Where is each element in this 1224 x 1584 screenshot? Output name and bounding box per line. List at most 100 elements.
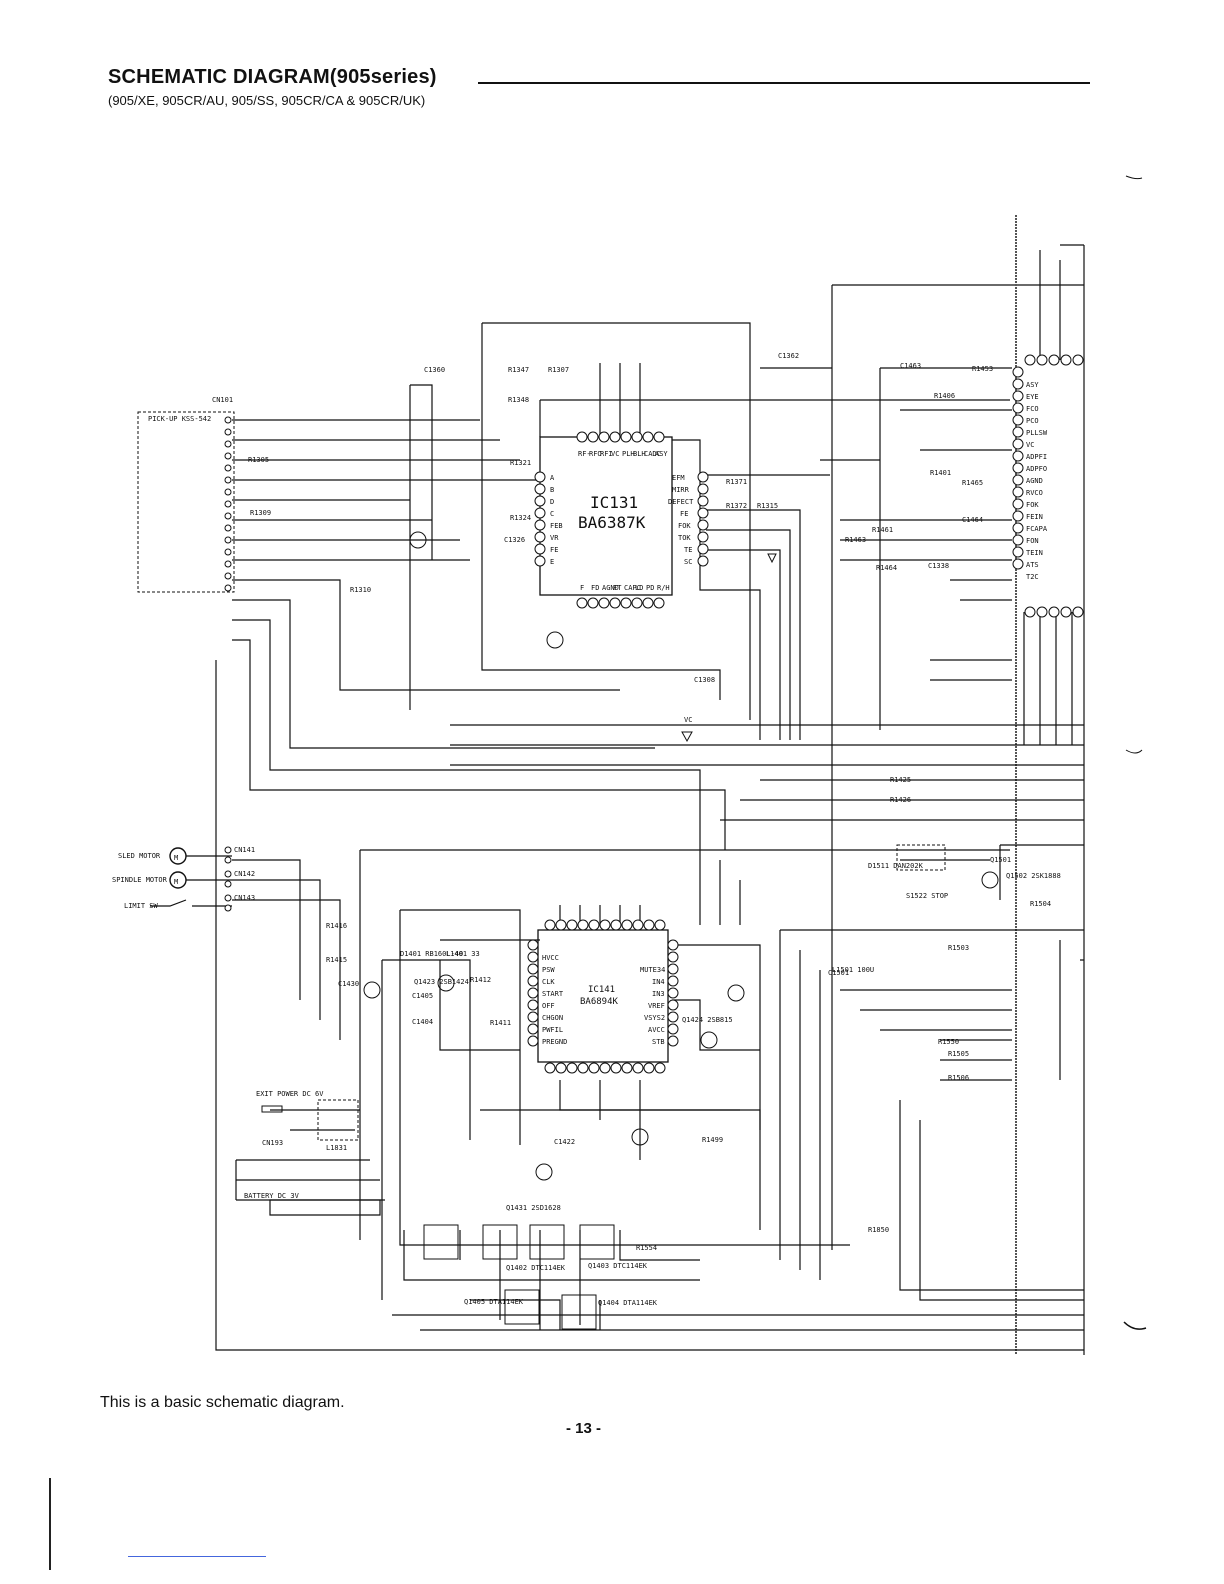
rc-pin-4: PLLSW bbox=[1026, 429, 1048, 437]
label-d1401: D1401 RB160L-40 bbox=[400, 950, 463, 958]
label-q1501: Q1501 bbox=[990, 856, 1011, 864]
label-r1505: R1505 bbox=[948, 1050, 969, 1058]
limit-sw-label: LIMIT SW bbox=[124, 902, 159, 910]
pickup-ref: CN101 bbox=[212, 396, 233, 404]
ic131-pin-r1: MIRR bbox=[672, 486, 690, 494]
ic131-part: BA6387K bbox=[578, 513, 646, 532]
label-r1416: R1416 bbox=[326, 922, 347, 930]
pickup-pins bbox=[224, 416, 232, 592]
label-c1360: C1360 bbox=[424, 366, 445, 374]
label-q1404: Q1404 DTA114EK bbox=[598, 1299, 658, 1307]
wiring-group bbox=[215, 215, 1085, 1355]
label-c1430: C1430 bbox=[338, 980, 359, 988]
label-r1310: R1310 bbox=[350, 586, 371, 594]
ic131-pin-l7: E bbox=[550, 558, 554, 566]
ic131-pin-t0: RF- bbox=[578, 450, 591, 458]
crop-mark-top bbox=[1125, 175, 1143, 180]
label-q1502: Q1502 2SK1888 bbox=[1006, 872, 1061, 880]
power-section: EXIT POWER DC 6V BATTERY DC 3V CN193 bbox=[244, 1090, 359, 1200]
label-r1425: R1425 bbox=[890, 776, 911, 784]
label-r1315: R1315 bbox=[757, 502, 778, 510]
right-connector: ASY EYE FCO PCO PLLSW VC ADPFI ADPFO AGN… bbox=[1012, 354, 1084, 618]
ic141-pin-l0: HVCC bbox=[542, 954, 559, 962]
label-l1501: L1501 100U bbox=[832, 966, 874, 974]
label-r1309: R1309 bbox=[250, 509, 271, 517]
component-labels: R1347 R1348 R1307 R1371 R1372 R1315 R130… bbox=[248, 352, 1061, 1307]
ic141-pin-l1: PSW bbox=[542, 966, 555, 974]
ic141-pin-r2: IN3 bbox=[652, 990, 665, 998]
ic141-pin-r6: STB bbox=[652, 1038, 665, 1046]
ic141-pin-l5: CHGON bbox=[542, 1014, 563, 1022]
label-r1503: R1503 bbox=[948, 944, 969, 952]
label-r1307: R1307 bbox=[548, 366, 569, 374]
label-q1424: Q1424 2SB815 bbox=[682, 1016, 733, 1024]
vc-marker bbox=[681, 731, 693, 743]
cn142-label: CN142 bbox=[234, 870, 255, 878]
rc-pin-15: ATS bbox=[1026, 561, 1039, 569]
label-r1504: R1504 bbox=[1030, 900, 1051, 908]
spindle-motor-label: SPINDLE MOTOR bbox=[112, 876, 168, 884]
ic131-pin-t2: RFI bbox=[600, 450, 613, 458]
ext-power-label: EXIT POWER DC 6V bbox=[256, 1090, 324, 1098]
cn143-label: CN143 bbox=[234, 894, 255, 902]
ic131-pin-b3: FT bbox=[613, 584, 622, 592]
label-c1463: C1463 bbox=[900, 362, 921, 370]
ic131-pin-b7: R/H bbox=[657, 584, 670, 592]
rc-pin-5: VC bbox=[1026, 441, 1034, 449]
rc-pin-1: EYE bbox=[1026, 393, 1039, 401]
label-c1338: C1338 bbox=[928, 562, 949, 570]
ic131-pin-t4: PLH bbox=[622, 450, 635, 458]
label-c1405: C1405 bbox=[412, 992, 433, 1000]
label-r1461: R1461 bbox=[872, 526, 893, 534]
label-d1511: D1511 DAN202K bbox=[868, 862, 924, 870]
ic131-pin-r3: FE bbox=[680, 510, 688, 518]
sled-motor-label: SLED MOTOR bbox=[118, 852, 161, 860]
ic131-pin-t1: RFO bbox=[589, 450, 602, 458]
cn141-label: CN141 bbox=[234, 846, 255, 854]
label-q1402: Q1402 DTC114EK bbox=[506, 1264, 566, 1272]
ic141-pin-l3: START bbox=[542, 990, 564, 998]
footnote: This is a basic schematic diagram. bbox=[100, 1394, 345, 1411]
svg-text:M: M bbox=[174, 854, 178, 862]
label-q1423: Q1423 2SB1424 bbox=[414, 978, 469, 986]
rc-pin-11: FEIN bbox=[1026, 513, 1043, 521]
ic131-pin-l6: FE bbox=[550, 546, 558, 554]
crop-mark-bottom bbox=[1123, 1321, 1147, 1330]
ic131-pin-l2: D bbox=[550, 498, 554, 506]
ic141-pin-l2: CLK bbox=[542, 978, 555, 986]
rc-pin-6: ADPFI bbox=[1026, 453, 1047, 461]
ic141-pin-r4: VSYS2 bbox=[644, 1014, 665, 1022]
transistor-group bbox=[363, 531, 999, 1330]
rc-pin-3: PCO bbox=[1026, 417, 1039, 425]
ic131-pin-b5: LD bbox=[635, 584, 643, 592]
battery-label: BATTERY DC 3V bbox=[244, 1192, 300, 1200]
label-r1411: R1411 bbox=[490, 1019, 511, 1027]
rc-pin-2: FCO bbox=[1026, 405, 1039, 413]
label-r1321: R1321 bbox=[510, 459, 531, 467]
svg-text:M: M bbox=[174, 878, 178, 886]
label-r1305: R1305 bbox=[248, 456, 269, 464]
label-r1426: R1426 bbox=[890, 796, 911, 804]
label-r1348: R1348 bbox=[508, 396, 529, 404]
page-subtitle: (905/XE, 905CR/AU, 905/SS, 905CR/CA & 90… bbox=[108, 93, 426, 108]
label-r1371: R1371 bbox=[726, 478, 747, 486]
ic141-pin-l6: PWFIL bbox=[542, 1026, 563, 1034]
label-r1550: R1550 bbox=[938, 1038, 959, 1046]
blue-rule bbox=[128, 1556, 266, 1557]
ic131-pin-b0: F bbox=[580, 584, 584, 592]
ic131-pin-l4: FEB bbox=[550, 522, 563, 530]
label-r1465: R1465 bbox=[962, 479, 983, 487]
label-r1406: R1406 bbox=[934, 392, 955, 400]
ic141-pin-r3: VREF bbox=[648, 1002, 665, 1010]
label-r1401: R1401 bbox=[930, 469, 951, 477]
ic141-pin-l7: PREGND bbox=[542, 1038, 567, 1046]
ic131: IC131 BA6387K A B D C FEB VR FE E EFM MI… bbox=[534, 431, 709, 609]
label-q1405: Q1405 DTA114EK bbox=[464, 1298, 524, 1306]
motor-section: M M SLED MOTOR SPINDLE MOTOR LIMIT SW CN… bbox=[112, 846, 255, 912]
label-r1463: R1463 bbox=[845, 536, 866, 544]
label-c1464: C1464 bbox=[962, 516, 983, 524]
label-c1404: C1404 bbox=[412, 1018, 433, 1026]
label-l1831: L1831 bbox=[326, 1144, 347, 1152]
crop-mark-mid bbox=[1125, 749, 1143, 754]
